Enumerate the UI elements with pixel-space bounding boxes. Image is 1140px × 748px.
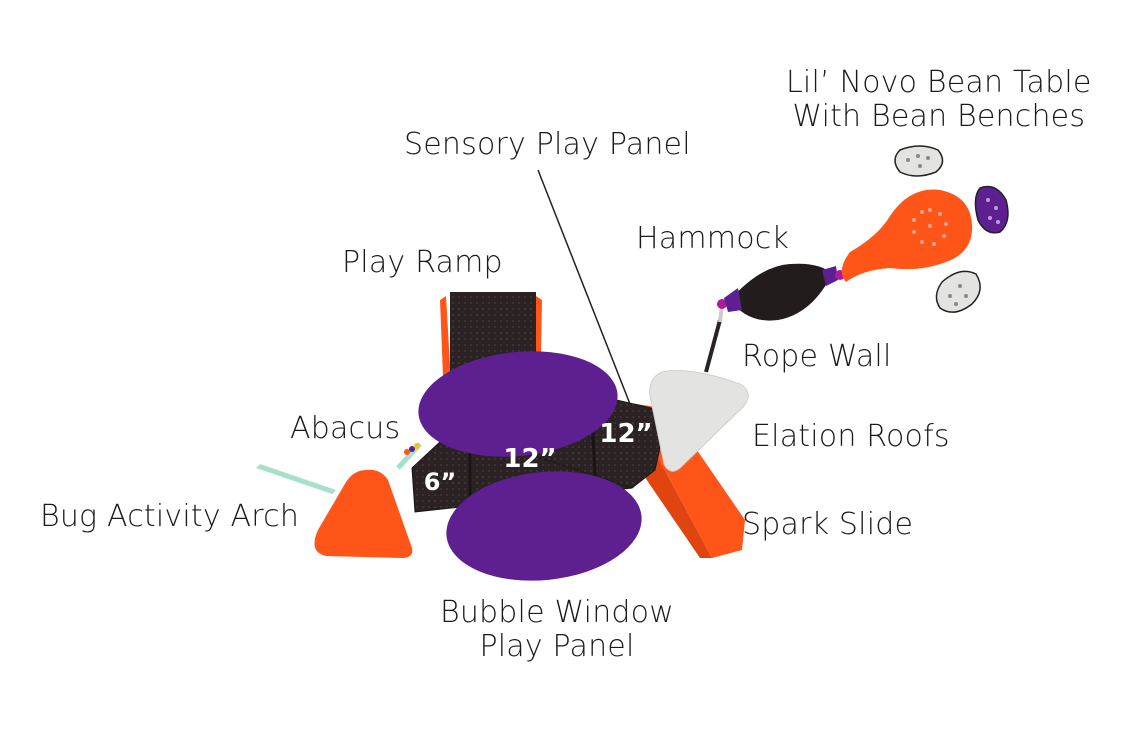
hammock bbox=[724, 263, 845, 321]
bean-table-holes bbox=[912, 208, 948, 246]
bug-activity-arch-roof bbox=[314, 469, 413, 558]
label-hammock: Hammock bbox=[636, 221, 790, 256]
bean-bench-bottom bbox=[935, 270, 981, 313]
label-spark-slide: Spark Slide bbox=[742, 507, 914, 542]
label-sensory-play-panel: Sensory Play Panel bbox=[404, 127, 691, 162]
label-rope-wall: Rope Wall bbox=[742, 339, 892, 374]
label-bean-table: Lil’ Novo Bean Table With Bean Benches bbox=[786, 65, 1092, 134]
label-abacus: Abacus bbox=[290, 411, 401, 446]
label-bubble-window: Bubble Window Play Panel bbox=[440, 595, 674, 664]
label-bug-activity-arch: Bug Activity Arch bbox=[40, 499, 300, 534]
abacus bbox=[396, 442, 422, 470]
elation-roof bbox=[649, 370, 749, 472]
sensory-panel-leader-line bbox=[537, 169, 631, 405]
rope-wall bbox=[704, 299, 727, 373]
deck-height-12-right: 12” bbox=[599, 419, 652, 449]
bubble-window-roof bbox=[446, 471, 642, 581]
bug-arch-rail bbox=[256, 464, 336, 494]
label-elation-roofs: Elation Roofs bbox=[752, 419, 950, 454]
bean-bench-purple bbox=[974, 185, 1009, 234]
bean-table bbox=[841, 189, 973, 282]
upper-bubble-roof bbox=[418, 351, 618, 457]
bean-bench-top bbox=[894, 145, 944, 177]
deck-height-6: 6” bbox=[424, 468, 456, 496]
label-play-ramp: Play Ramp bbox=[342, 245, 503, 280]
deck-height-12-center: 12” bbox=[503, 444, 556, 474]
